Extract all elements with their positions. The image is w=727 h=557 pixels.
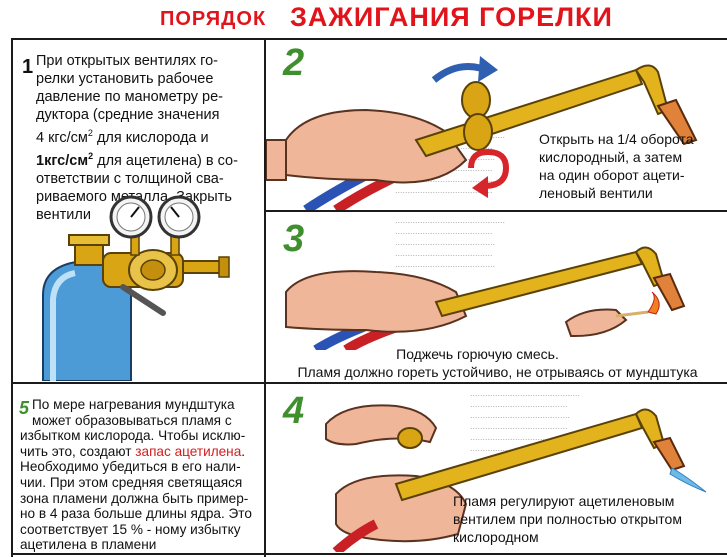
step1-line9: вентили — [36, 206, 91, 223]
frame-top — [11, 38, 727, 40]
step2-line2: кислородный, а затем — [539, 149, 683, 165]
step1-line1: При открытых вентилях го- — [36, 53, 218, 69]
step2-torch-illustration — [266, 56, 698, 210]
step5-line7: зона пламени должна быть пример- — [20, 490, 249, 506]
frame-mid-vertical — [264, 38, 266, 557]
frame-h-right-1 — [264, 210, 727, 212]
step2-line3: на один оборот ацети- — [539, 167, 685, 183]
frame-h-full — [11, 382, 727, 384]
acetylene-reserve-highlight: запас ацетилена — [135, 443, 242, 459]
step5-line3: избытком кислорода. Чтобы исклю- — [20, 428, 246, 444]
cylinder-reducer-illustration — [42, 195, 230, 381]
step5-line10: ацетилена в пламени — [20, 537, 157, 553]
step5-line2: может образовываться пламя с — [32, 412, 232, 428]
step4-number: 4 — [283, 390, 305, 432]
step3-line2: Пламя должно гореть устойчиво, не отрыва… — [297, 364, 698, 380]
step4-torch-illustration — [325, 404, 707, 552]
step5-line5: Необходимо убедиться в его нали- — [20, 459, 241, 475]
title-big: ЗАЖИГАНИЯ ГОРЕЛКИ — [290, 2, 613, 32]
step5-line8: но в 4 раза больше длины ядра. Это — [20, 506, 252, 522]
step2-line1: Открыть на 1/4 оборота — [539, 131, 694, 147]
step1-line2: релки установить рабочее — [36, 71, 214, 87]
step2-text: Открыть на 1/4 оборота кислородный, а за… — [539, 130, 724, 202]
step1-line4: дуктора (средние значения — [36, 107, 220, 123]
title-small: ПОРЯДОК — [160, 8, 267, 30]
step1-line5: 4 кгс/см2 для кислорода и — [36, 128, 209, 146]
step5-line1: По мере нагревания мундштука — [32, 397, 235, 412]
step3-text: Поджечь горючую смесь. Пламя должно горе… — [270, 345, 725, 381]
step4-line1: Пламя регулируют ацетиленовым — [453, 493, 675, 509]
step5-line6: чии. При этом средняя светящаяся — [20, 474, 243, 490]
step1-line7: ответствии с толщиной сва- — [36, 170, 224, 187]
step2-number: 2 — [283, 42, 305, 84]
step4-line2: вентилем при полностью открытом — [453, 511, 682, 527]
step1-number: 1 — [22, 56, 34, 78]
step1-line6: 1кгс/см2 для ацетилена) в со- — [36, 150, 238, 169]
step1-line3: давление по манометру ре- — [36, 89, 223, 105]
frame-bottom — [11, 553, 727, 555]
frame-left — [11, 38, 13, 557]
step3-line1: Поджечь горючую смесь. — [396, 346, 559, 362]
step3-torch-illustration — [285, 246, 686, 350]
step5-number: 5 — [19, 398, 30, 418]
step3-number: 3 — [283, 218, 305, 260]
step2-line4: леновый вентили — [539, 185, 653, 201]
step4-text: Пламя регулируют ацетиленовым вентилем п… — [453, 492, 723, 546]
step5-line9: соответствует 15 % - ному избытку — [20, 521, 241, 537]
background-texture-2: ........................................… — [395, 215, 506, 269]
step5-line4: чить это, создают запас ацетилена. — [20, 443, 246, 459]
page-title: ПОРЯДОК ЗАЖИГАНИЯ ГОРЕЛКИ — [0, 0, 727, 34]
step4-line3: кислородном — [453, 529, 539, 545]
step5-text: По мере нагревания мундштука может образ… — [20, 397, 264, 553]
